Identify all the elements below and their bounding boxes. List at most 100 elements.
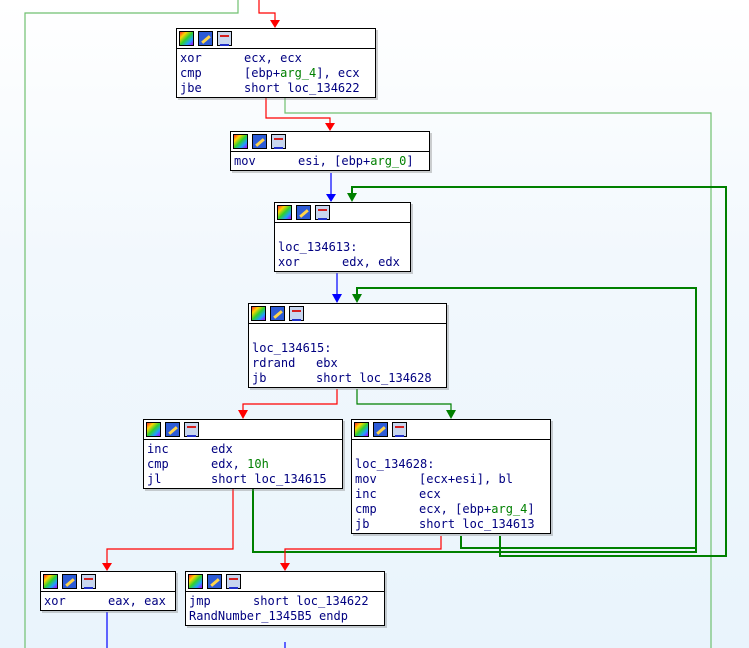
node-toolbar bbox=[275, 203, 410, 223]
asm-mnemonic: cmp bbox=[180, 66, 202, 80]
edit-node-icon[interactable] bbox=[62, 574, 77, 589]
graph-overview-icon[interactable] bbox=[188, 574, 203, 589]
edit-node-icon[interactable] bbox=[373, 422, 388, 437]
asm-operand: ] bbox=[406, 154, 414, 168]
asm-line: jbe short loc_134622 bbox=[180, 81, 372, 96]
asm-operand: esi, [ebp+ bbox=[298, 154, 371, 168]
asm-mnemonic: jl bbox=[147, 472, 162, 486]
edge-n6-to-n8 bbox=[284, 536, 442, 568]
asm-operand: ecx, [ebp+ bbox=[419, 502, 492, 516]
graph-overview-icon[interactable] bbox=[43, 574, 58, 589]
asm-argument[interactable]: arg_4 bbox=[491, 502, 528, 516]
xrefs-icon[interactable] bbox=[217, 31, 232, 46]
edge-n4-to-n5 bbox=[242, 389, 338, 416]
asm-operand: edx, edx bbox=[342, 255, 400, 269]
graph-overview-icon[interactable] bbox=[354, 422, 369, 437]
edge-n5-to-loc_134615 bbox=[252, 287, 697, 553]
edge-n6-jb-loop bbox=[460, 536, 696, 549]
edit-node-icon[interactable] bbox=[165, 422, 180, 437]
asm-label[interactable]: RandNumber_1345B5 endp bbox=[189, 609, 348, 623]
edit-node-icon[interactable] bbox=[207, 574, 222, 589]
asm-line: mov[ecx+esi], bl bbox=[355, 472, 547, 487]
asm-operand: ecx, ecx bbox=[244, 51, 302, 65]
disassembly-text: xor eax, eax bbox=[41, 592, 175, 610]
basic-block-loc-134613[interactable]: loc_134613:xor edx, edx bbox=[274, 202, 411, 272]
edge-back-outer-left bbox=[24, 0, 239, 648]
asm-operand: short loc_134613 bbox=[419, 517, 535, 531]
asm-argument[interactable]: arg_4 bbox=[280, 66, 317, 80]
graph-overview-icon[interactable] bbox=[146, 422, 161, 437]
asm-mnemonic: inc bbox=[147, 442, 169, 456]
asm-mnemonic: xor bbox=[180, 51, 202, 65]
asm-line: loc_134613: bbox=[278, 240, 407, 255]
asm-mnemonic: xor bbox=[44, 594, 66, 608]
edit-node-icon[interactable] bbox=[198, 31, 213, 46]
asm-mnemonic: cmp bbox=[147, 457, 169, 471]
asm-line bbox=[278, 225, 407, 240]
asm-operand: edx, bbox=[211, 457, 248, 471]
graph-overview-icon[interactable] bbox=[179, 31, 194, 46]
xrefs-icon[interactable] bbox=[315, 205, 330, 220]
edit-node-icon[interactable] bbox=[252, 134, 267, 149]
node-toolbar bbox=[249, 304, 446, 324]
basic-block-failure-return[interactable]: xor eax, eax bbox=[40, 571, 176, 611]
node-toolbar bbox=[186, 572, 384, 592]
edit-node-icon[interactable] bbox=[296, 205, 311, 220]
edge-n4-to-n6 bbox=[356, 389, 452, 416]
asm-argument[interactable]: 10h bbox=[247, 457, 269, 471]
node-toolbar bbox=[231, 132, 429, 152]
asm-label[interactable]: loc_134628: bbox=[355, 457, 435, 471]
asm-mnemonic: jmp bbox=[189, 594, 211, 608]
asm-line: mov esi, [ebp+arg_0] bbox=[234, 154, 426, 169]
asm-operand: short loc_134622 bbox=[244, 81, 360, 95]
asm-mnemonic: inc bbox=[355, 487, 377, 501]
xrefs-icon[interactable] bbox=[184, 422, 199, 437]
asm-mnemonic: jb bbox=[252, 371, 267, 385]
xrefs-icon[interactable] bbox=[81, 574, 96, 589]
xrefs-icon[interactable] bbox=[289, 306, 304, 321]
xrefs-icon[interactable] bbox=[226, 574, 241, 589]
asm-line bbox=[355, 442, 547, 457]
asm-label[interactable]: loc_134615: bbox=[252, 341, 332, 355]
asm-mnemonic: mov bbox=[234, 154, 256, 168]
edge-top-to-n1 bbox=[258, 0, 276, 25]
asm-argument[interactable]: arg_0 bbox=[370, 154, 407, 168]
asm-line: loc_134628: bbox=[355, 457, 547, 472]
asm-mnemonic: xor bbox=[278, 255, 300, 269]
asm-mnemonic: rdrand bbox=[252, 356, 296, 370]
basic-block-load-buffer[interactable]: mov esi, [ebp+arg_0] bbox=[230, 131, 430, 171]
asm-operand: ] bbox=[527, 502, 535, 516]
asm-operand: ], ecx bbox=[316, 66, 360, 80]
node-toolbar bbox=[177, 29, 375, 49]
asm-operand: eax, eax bbox=[108, 594, 166, 608]
node-toolbar bbox=[352, 420, 550, 440]
asm-operand: edx bbox=[211, 442, 233, 456]
asm-line bbox=[252, 326, 443, 341]
graph-overview-icon[interactable] bbox=[233, 134, 248, 149]
asm-mnemonic: jbe bbox=[180, 81, 202, 95]
edit-node-icon[interactable] bbox=[270, 306, 285, 321]
graph-overview-icon[interactable] bbox=[277, 205, 292, 220]
graph-overview-icon[interactable] bbox=[251, 306, 266, 321]
asm-label[interactable]: loc_134613: bbox=[278, 240, 358, 254]
asm-line: xor ecx, ecx bbox=[180, 51, 372, 66]
xrefs-icon[interactable] bbox=[392, 422, 407, 437]
xrefs-icon[interactable] bbox=[271, 134, 286, 149]
